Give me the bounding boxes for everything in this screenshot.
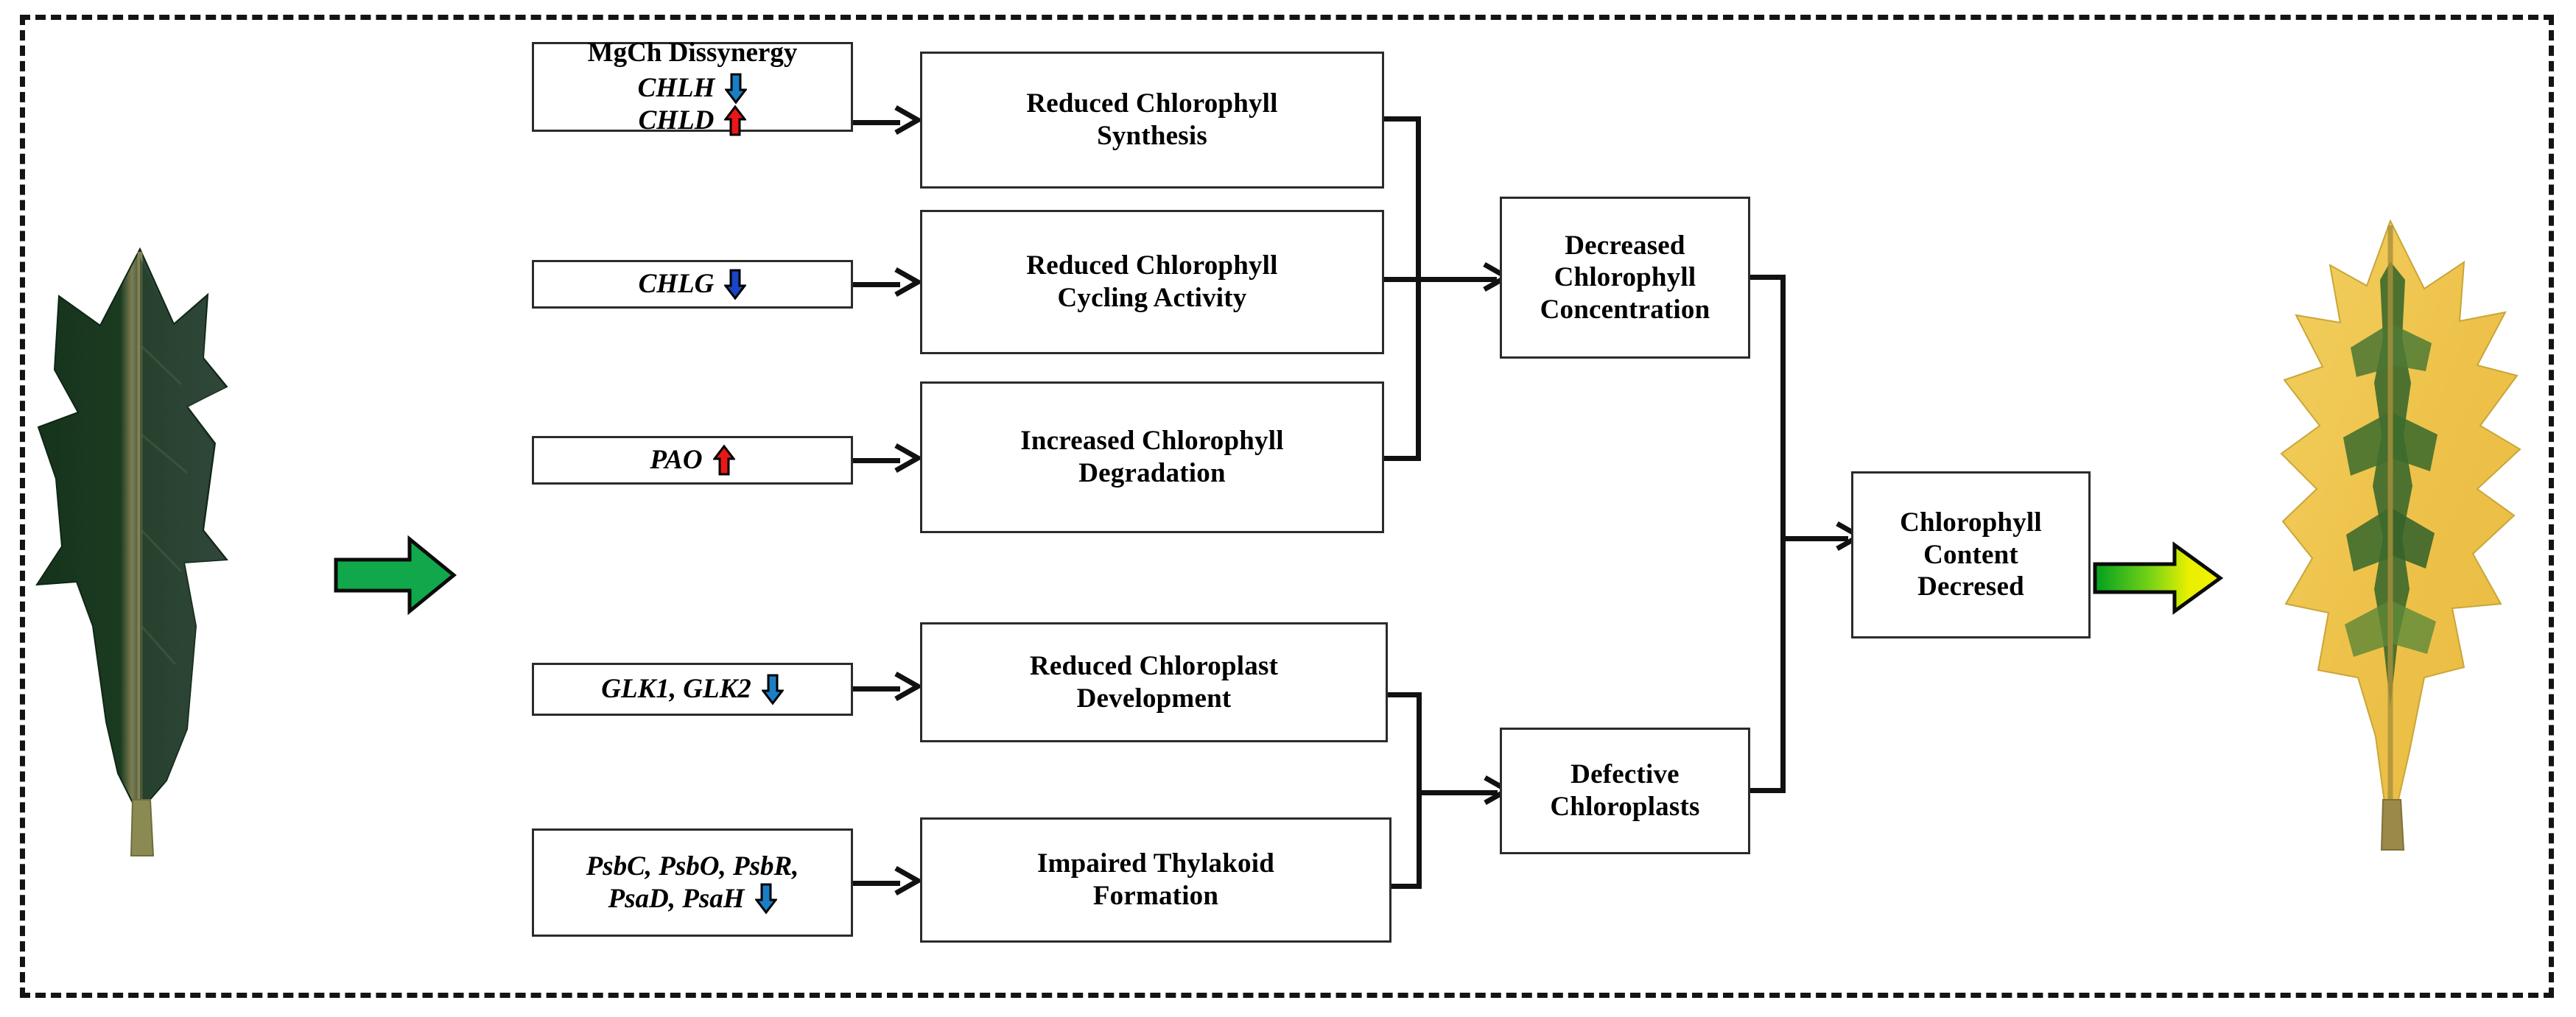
- process-box-p2-line1: Reduced Chlorophyll: [1026, 250, 1278, 281]
- down-regulation-arrow-icon: [761, 673, 784, 705]
- merge-stub-from-a1: [1750, 275, 1786, 280]
- connector-pao-to-p3: [853, 458, 900, 463]
- bracket-top-spine: [1416, 116, 1421, 461]
- gene-row-chld: CHLD: [541, 105, 843, 137]
- aggregate-box-a1-line1: Decreased: [1565, 230, 1685, 261]
- connector-glk-to-p4: [853, 686, 900, 692]
- gene-name-chld: CHLD: [638, 105, 715, 136]
- down-regulation-arrow-icon: [725, 72, 748, 105]
- gene-row-pao: PAO: [541, 444, 843, 476]
- gene-box-chlg[interactable]: CHLG: [532, 260, 853, 309]
- bracket-bottom-stub-p5: [1391, 884, 1422, 889]
- bracket-top-stub-p1: [1384, 116, 1421, 122]
- gene-box-mgch[interactable]: MgCh Dissynergy CHLH CHLD: [532, 38, 853, 136]
- aggregate-box-a1-line3: Concentration: [1540, 294, 1710, 325]
- aggregate-box-a2-line2: Chloroplasts: [1550, 792, 1700, 822]
- process-box-p3-line2: Degradation: [1078, 458, 1226, 488]
- bracket-top-to-aggregate: [1416, 277, 1497, 282]
- gene-row-chlg: CHLG: [541, 268, 843, 300]
- gene-row-glk: GLK1, GLK2: [541, 673, 843, 705]
- gene-row-psa-line2: PsaD, PsaH: [541, 882, 843, 915]
- merge-stub-from-a2: [1750, 788, 1786, 793]
- process-box-impaired-thylakoid-formation[interactable]: Impaired Thylakoid Formation: [920, 817, 1391, 943]
- process-box-p2-line2: Cycling Activity: [1057, 283, 1247, 313]
- connector-mgch-to-p1: [853, 120, 900, 125]
- connector-psb-to-p5: [853, 881, 900, 886]
- bracket-bottom-stub-p4: [1388, 692, 1422, 697]
- outcome-box-line2: Content: [1923, 539, 2018, 570]
- aggregate-box-a2-line1: Defective: [1570, 759, 1680, 790]
- green-transition-arrow: [333, 535, 458, 616]
- outcome-box-line3: Decresed: [1917, 571, 2024, 602]
- process-box-p1-line1: Reduced Chlorophyll: [1026, 88, 1278, 119]
- gene-row-chlh: CHLH: [541, 72, 843, 105]
- gene-row-psb-line1: PsbC, PsbO, PsbR,: [541, 851, 843, 883]
- gene-box-pao[interactable]: PAO: [532, 436, 853, 485]
- merge-to-outcome: [1780, 536, 1848, 541]
- gene-name-pao: PAO: [650, 445, 703, 476]
- bracket-top-stub-p2: [1384, 277, 1421, 282]
- process-box-p5-line2: Formation: [1092, 881, 1219, 911]
- aggregate-box-decreased-chlorophyll-concentration[interactable]: Decreased Chlorophyll Concentration: [1500, 197, 1750, 359]
- down-regulation-arrow-icon: [724, 268, 747, 300]
- gene-name-glk: GLK1, GLK2: [601, 674, 751, 705]
- process-box-reduced-chloroplast-development[interactable]: Reduced Chloroplast Development: [920, 622, 1388, 742]
- process-box-p1-line2: Synthesis: [1097, 121, 1207, 151]
- outcome-box-chlorophyll-content-decresed[interactable]: Chlorophyll Content Decresed: [1851, 471, 2091, 638]
- process-box-reduced-chlorophyll-cycling-activity[interactable]: Reduced Chlorophyll Cycling Activity: [920, 210, 1384, 354]
- process-box-p5-line1: Impaired Thylakoid: [1037, 848, 1274, 879]
- process-box-p4-line1: Reduced Chloroplast: [1029, 650, 1279, 681]
- process-box-reduced-chlorophyll-synthesis[interactable]: Reduced Chlorophyll Synthesis: [920, 52, 1384, 189]
- gene-name-psa-line2: PsaD, PsaH: [608, 883, 745, 914]
- variegated-yellow-holly-leaf: [2280, 191, 2523, 854]
- process-box-increased-chlorophyll-degradation[interactable]: Increased Chlorophyll Degradation: [920, 381, 1384, 533]
- green-to-yellow-transition-arrow: [2092, 541, 2225, 615]
- up-regulation-arrow-icon: [712, 444, 735, 476]
- gene-box-glk[interactable]: GLK1, GLK2: [532, 663, 853, 716]
- process-box-p4-line2: Development: [1076, 683, 1232, 714]
- gene-name-psb-line1: PsbC, PsbO, PsbR,: [586, 851, 799, 881]
- gene-box-psb[interactable]: PsbC, PsbO, PsbR, PsaD, PsaH: [532, 828, 853, 937]
- connector-chlg-to-p2: [853, 282, 900, 287]
- down-regulation-arrow-icon: [754, 882, 777, 915]
- figure-dashed-border: [20, 15, 2554, 998]
- aggregate-box-a1-line2: Chlorophyll: [1554, 262, 1696, 293]
- up-regulation-arrow-icon: [724, 105, 747, 137]
- gene-box-mgch-title: MgCh Dissynergy: [587, 38, 798, 68]
- gene-name-chlh: CHLH: [637, 73, 715, 103]
- process-box-p3-line1: Increased Chlorophyll: [1020, 426, 1284, 457]
- bracket-top-stub-p3: [1384, 456, 1421, 461]
- gene-name-chlg: CHLG: [638, 269, 715, 300]
- outcome-box-line1: Chlorophyll: [1900, 507, 2042, 538]
- bracket-bottom-to-aggregate: [1417, 790, 1498, 795]
- dark-green-holly-leaf: [29, 214, 250, 862]
- merge-spine: [1780, 275, 1786, 793]
- aggregate-box-defective-chloroplasts[interactable]: Defective Chloroplasts: [1500, 728, 1750, 854]
